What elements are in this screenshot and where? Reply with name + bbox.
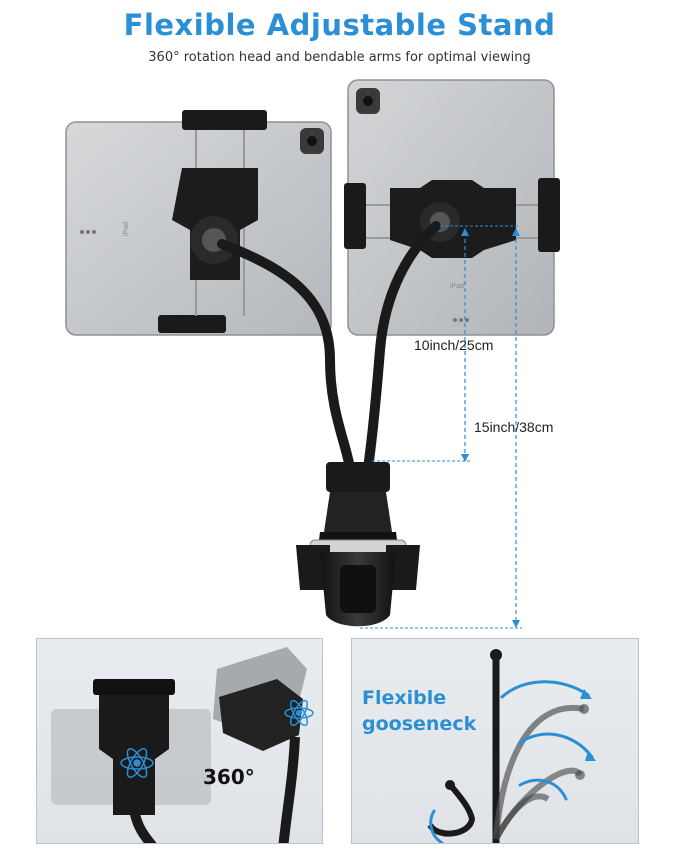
rotation-icon-left bbox=[120, 748, 154, 778]
dimension-label-short: 10inch/25cm bbox=[414, 337, 494, 353]
right-tablet-brand: iPad bbox=[450, 283, 464, 290]
gooseneck-label-line2: gooseneck bbox=[362, 713, 477, 735]
dimension-lines bbox=[360, 225, 522, 629]
bend-motion-arrows bbox=[429, 680, 594, 843]
product-illustration: iPad iPad bbox=[65, 79, 560, 629]
cup-holder-base bbox=[296, 462, 420, 627]
dimension-label-long: 15inch/38cm bbox=[474, 419, 554, 435]
rotation-icon-right bbox=[284, 699, 314, 727]
gooseneck-arms bbox=[217, 221, 441, 473]
gooseneck-detail-panel: Flexible gooseneck bbox=[351, 638, 639, 844]
right-tablet: iPad bbox=[344, 79, 560, 336]
left-tablet-brand: iPad bbox=[123, 222, 130, 236]
gooseneck-label: Flexible gooseneck bbox=[362, 685, 476, 737]
rotation-detail-illustration bbox=[51, 647, 314, 843]
gooseneck-label-line1: Flexible bbox=[362, 687, 447, 709]
left-tablet: iPad bbox=[65, 110, 332, 336]
page-title: Flexible Adjustable Stand bbox=[123, 8, 556, 42]
rotation-detail-panel: 360° bbox=[36, 638, 323, 844]
page-subtitle: 360° rotation head and bendable arms for… bbox=[148, 50, 531, 65]
rotation-label: 360° bbox=[203, 765, 255, 789]
gooseneck-detail-illustration bbox=[427, 649, 596, 843]
